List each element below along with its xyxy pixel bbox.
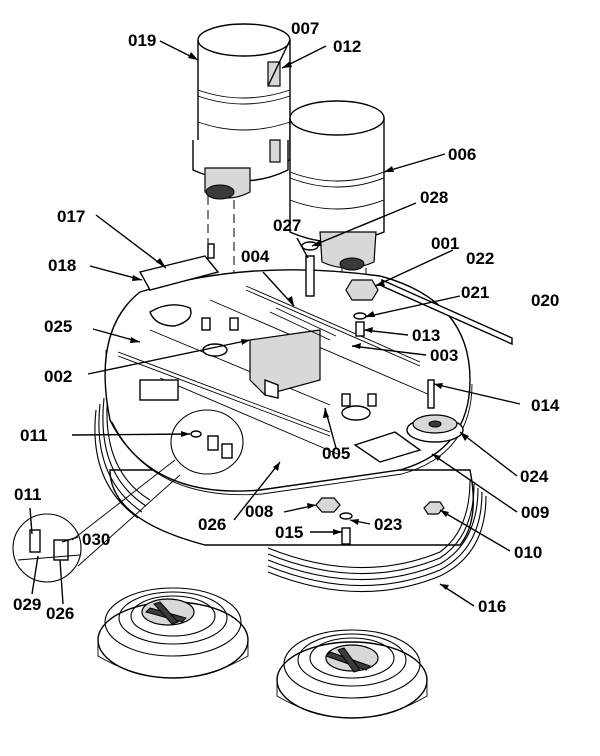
callout-006: 006 xyxy=(448,145,476,164)
callout-017: 017 xyxy=(57,207,85,226)
callout-026-detail: 026 xyxy=(46,604,74,623)
base-plate-025 xyxy=(94,255,513,593)
motor-019 xyxy=(192,23,291,200)
callout-004: 004 xyxy=(241,247,270,266)
motor-006 xyxy=(289,100,385,271)
callout-025: 025 xyxy=(44,317,72,336)
callout-007: 007 xyxy=(291,19,319,38)
callout-014: 014 xyxy=(531,396,560,415)
brush-disc-right xyxy=(276,629,428,719)
detail-inset xyxy=(12,459,181,583)
callout-028: 028 xyxy=(420,188,448,207)
callout-003: 003 xyxy=(430,346,458,365)
leader-lines xyxy=(29,39,521,607)
callout-024: 024 xyxy=(520,467,549,486)
callout-029: 029 xyxy=(13,595,41,614)
callout-018: 018 xyxy=(48,256,76,275)
callout-011-detail: 011 xyxy=(14,485,41,504)
callout-027: 027 xyxy=(273,216,301,235)
callout-021: 021 xyxy=(461,283,489,302)
callout-005: 005 xyxy=(322,444,350,463)
brush-disc-left xyxy=(97,587,249,679)
callout-012: 012 xyxy=(333,37,361,56)
callout-019: 019 xyxy=(128,31,156,50)
callout-030: 030 xyxy=(82,530,110,549)
callout-001: 001 xyxy=(431,234,459,253)
callout-010: 010 xyxy=(514,543,542,562)
callout-009: 009 xyxy=(521,503,549,522)
callout-labels: 019 007 012 006 028 027 017 001 022 004 … xyxy=(13,19,560,623)
callout-016: 016 xyxy=(478,597,506,616)
callout-008: 008 xyxy=(245,502,273,521)
callout-013: 013 xyxy=(412,326,440,345)
callout-002: 002 xyxy=(44,367,72,386)
skirt-rings xyxy=(94,391,487,593)
callout-015: 015 xyxy=(275,523,303,542)
callout-026: 026 xyxy=(198,515,226,534)
callout-023: 023 xyxy=(374,515,402,534)
callout-020: 020 xyxy=(531,291,559,310)
callout-011: 011 xyxy=(20,426,47,445)
callout-022: 022 xyxy=(466,249,494,268)
